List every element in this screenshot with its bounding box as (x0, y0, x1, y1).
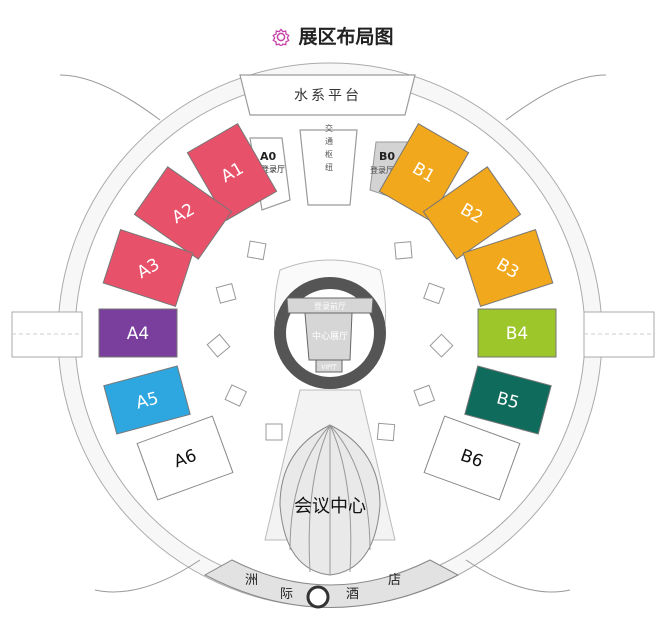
vip-hall[interactable] (315, 359, 343, 373)
hotel-center-icon (306, 585, 330, 609)
small-pavilion (423, 282, 445, 305)
small-pavilion (429, 333, 454, 358)
water-platform[interactable] (239, 74, 416, 116)
hall-b2[interactable]: B2 (422, 166, 522, 260)
gear-flower-icon (272, 28, 291, 46)
hall-a2[interactable]: A2 (133, 166, 233, 260)
hotel-char: 店 (388, 573, 401, 588)
hall-a1[interactable]: A1 (186, 123, 278, 221)
page-title: 展区布局图 (0, 22, 666, 49)
b0-code: B0 (379, 150, 395, 163)
a0-label: 登录厅 (261, 164, 285, 174)
hall-a6[interactable]: A6 (136, 415, 234, 501)
small-pavilion (246, 240, 267, 261)
hall-block[interactable] (378, 123, 470, 221)
transport-hub-label: 交通枢纽 (325, 123, 334, 176)
hall-b3[interactable]: B3 (462, 228, 554, 308)
a0-code: A0 (260, 150, 277, 163)
hall-a4[interactable]: A4 (98, 308, 178, 358)
small-pavilion (394, 241, 413, 260)
main-hall-label: 中心展厅 (312, 330, 348, 342)
hall-block[interactable] (186, 123, 278, 221)
hall-b1[interactable]: B1 (378, 123, 470, 221)
hall-block[interactable] (462, 228, 554, 308)
small-pavilion (206, 333, 231, 358)
small-pavilion (376, 422, 396, 442)
hall-block[interactable] (103, 365, 191, 435)
hotel[interactable] (203, 559, 460, 608)
title-text: 展区布局图 (298, 26, 394, 48)
hall-block[interactable] (464, 365, 552, 435)
b0-label: 登录厅 (370, 165, 394, 175)
small-pavilion (215, 282, 237, 304)
conference-roof-lines (289, 424, 371, 575)
hall-b4[interactable]: B4 (477, 308, 557, 358)
front-hall-label: 登录前厅 (314, 301, 346, 311)
roads (11, 74, 655, 593)
hall-block[interactable] (98, 308, 178, 358)
hotel-char: 酒 (346, 587, 359, 602)
hall-b6[interactable]: B6 (423, 415, 521, 501)
water-platform-label: 水系平台 (294, 88, 362, 104)
front-hall[interactable] (286, 297, 374, 314)
small-pavilion (413, 384, 436, 407)
hall-block[interactable] (133, 166, 233, 260)
hall-a5[interactable]: A5 (103, 365, 191, 435)
hall-label: B4 (506, 324, 528, 344)
hotel-char: 洲 (245, 573, 258, 588)
main-hall[interactable] (304, 312, 353, 361)
small-pavilion (265, 423, 283, 441)
hall-label: A4 (127, 324, 149, 344)
conference-label: 会议中心 (294, 496, 366, 517)
transport-hub[interactable] (299, 129, 358, 206)
hall-block[interactable] (102, 228, 194, 308)
hall-a3[interactable]: A3 (102, 228, 194, 308)
vip-label: VIP厅 (321, 364, 337, 371)
hall-block[interactable] (136, 415, 234, 501)
small-pavilions (206, 240, 454, 442)
hall-block[interactable] (422, 166, 522, 260)
hall-block[interactable] (477, 308, 557, 358)
hall-b5[interactable]: B5 (464, 365, 552, 435)
hall-block[interactable] (423, 415, 521, 501)
small-pavilion (224, 384, 248, 407)
hotel-char: 际 (280, 587, 293, 602)
